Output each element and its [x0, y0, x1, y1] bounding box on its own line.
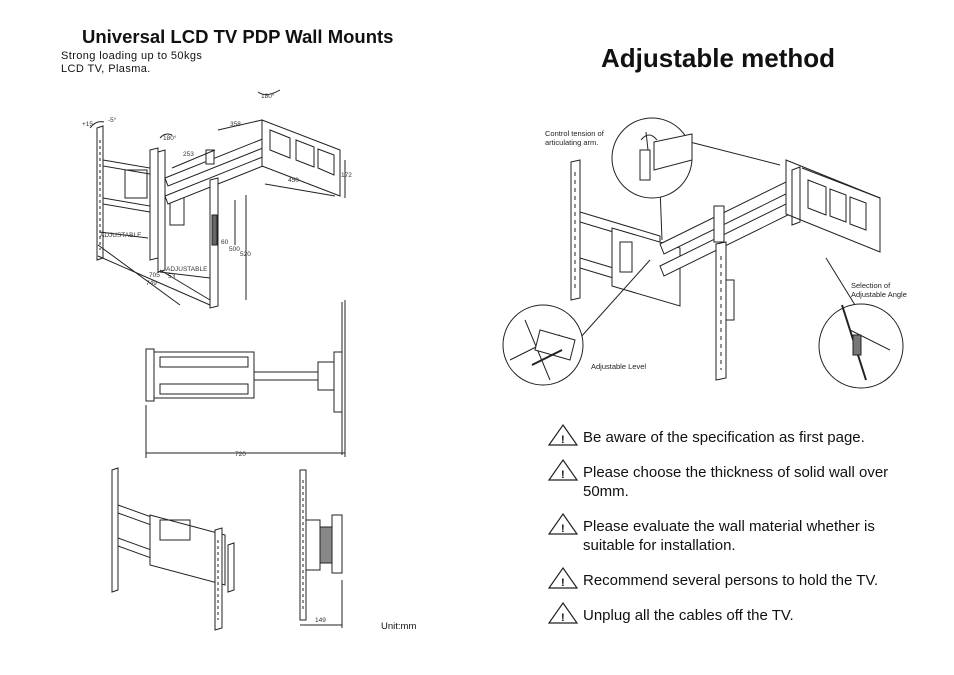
svg-text:!: ! — [561, 523, 565, 535]
dim-minus5: -5° — [108, 117, 117, 124]
dim-520: 520 — [240, 251, 251, 258]
folded-mount-drawing — [111, 467, 235, 631]
magnifier-circle-tension — [611, 117, 693, 199]
svg-text:!: ! — [561, 469, 565, 481]
svg-text:!: ! — [561, 612, 565, 624]
dim-149: 149 — [315, 617, 326, 624]
dim-749: 749 — [146, 280, 157, 287]
unit-label: Unit:mm — [381, 621, 417, 632]
callout-selection-angle: Selection of Adjustable Angle — [851, 281, 907, 299]
warning-text: Unplug all the cables off the TV. — [583, 607, 794, 624]
warning-text: Please evaluate the wall material whethe… — [583, 518, 875, 554]
dim-720: 720 — [235, 451, 246, 458]
dim-500: 500 — [229, 246, 240, 253]
side-view-drawing — [299, 469, 343, 628]
isometric-mount-drawing — [89, 89, 346, 309]
dim-172: 172 — [341, 172, 352, 179]
subtitle-line-2: LCD TV, Plasma. — [61, 63, 151, 75]
dim-53: 53 — [168, 273, 176, 280]
dim-plus15: +15 — [82, 121, 94, 128]
dim-180-mid: 180° — [163, 135, 177, 142]
dim-adjustable-2: ADJUSTABLE — [166, 266, 208, 273]
callout-adjustable-level: Adjustable Level — [591, 362, 647, 371]
dim-adjustable-1: ADJUSTABLE — [100, 232, 142, 239]
dim-705: 705 — [149, 272, 160, 279]
dim-60: 60 — [221, 239, 229, 246]
warning-text: Please choose the thickness of solid wal… — [583, 464, 889, 500]
dim-253: 253 — [183, 151, 194, 158]
dim-180-top: 180° — [261, 93, 275, 100]
warning-text: Be aware of the specification as first p… — [583, 429, 865, 446]
warning-triangle-icons — [547, 423, 579, 624]
svg-text:!: ! — [561, 577, 565, 589]
dim-358: 358 — [230, 121, 241, 128]
dim-450: 450 — [288, 177, 299, 184]
subtitle-line-1: Strong loading up to 50kgs — [61, 50, 203, 62]
magnifier-circle-angle — [818, 303, 904, 389]
installation-drawing — [570, 139, 881, 381]
svg-text:!: ! — [561, 434, 565, 446]
top-view-drawing — [145, 300, 346, 458]
left-page-title: Universal LCD TV PDP Wall Mounts — [82, 26, 394, 47]
callout-control-tension: Control tension of articulating arm. — [545, 129, 604, 147]
magnifier-circle-level — [502, 304, 584, 386]
right-page-title: Adjustable method — [601, 43, 836, 73]
warning-text: Recommend several persons to hold the TV… — [583, 572, 879, 589]
